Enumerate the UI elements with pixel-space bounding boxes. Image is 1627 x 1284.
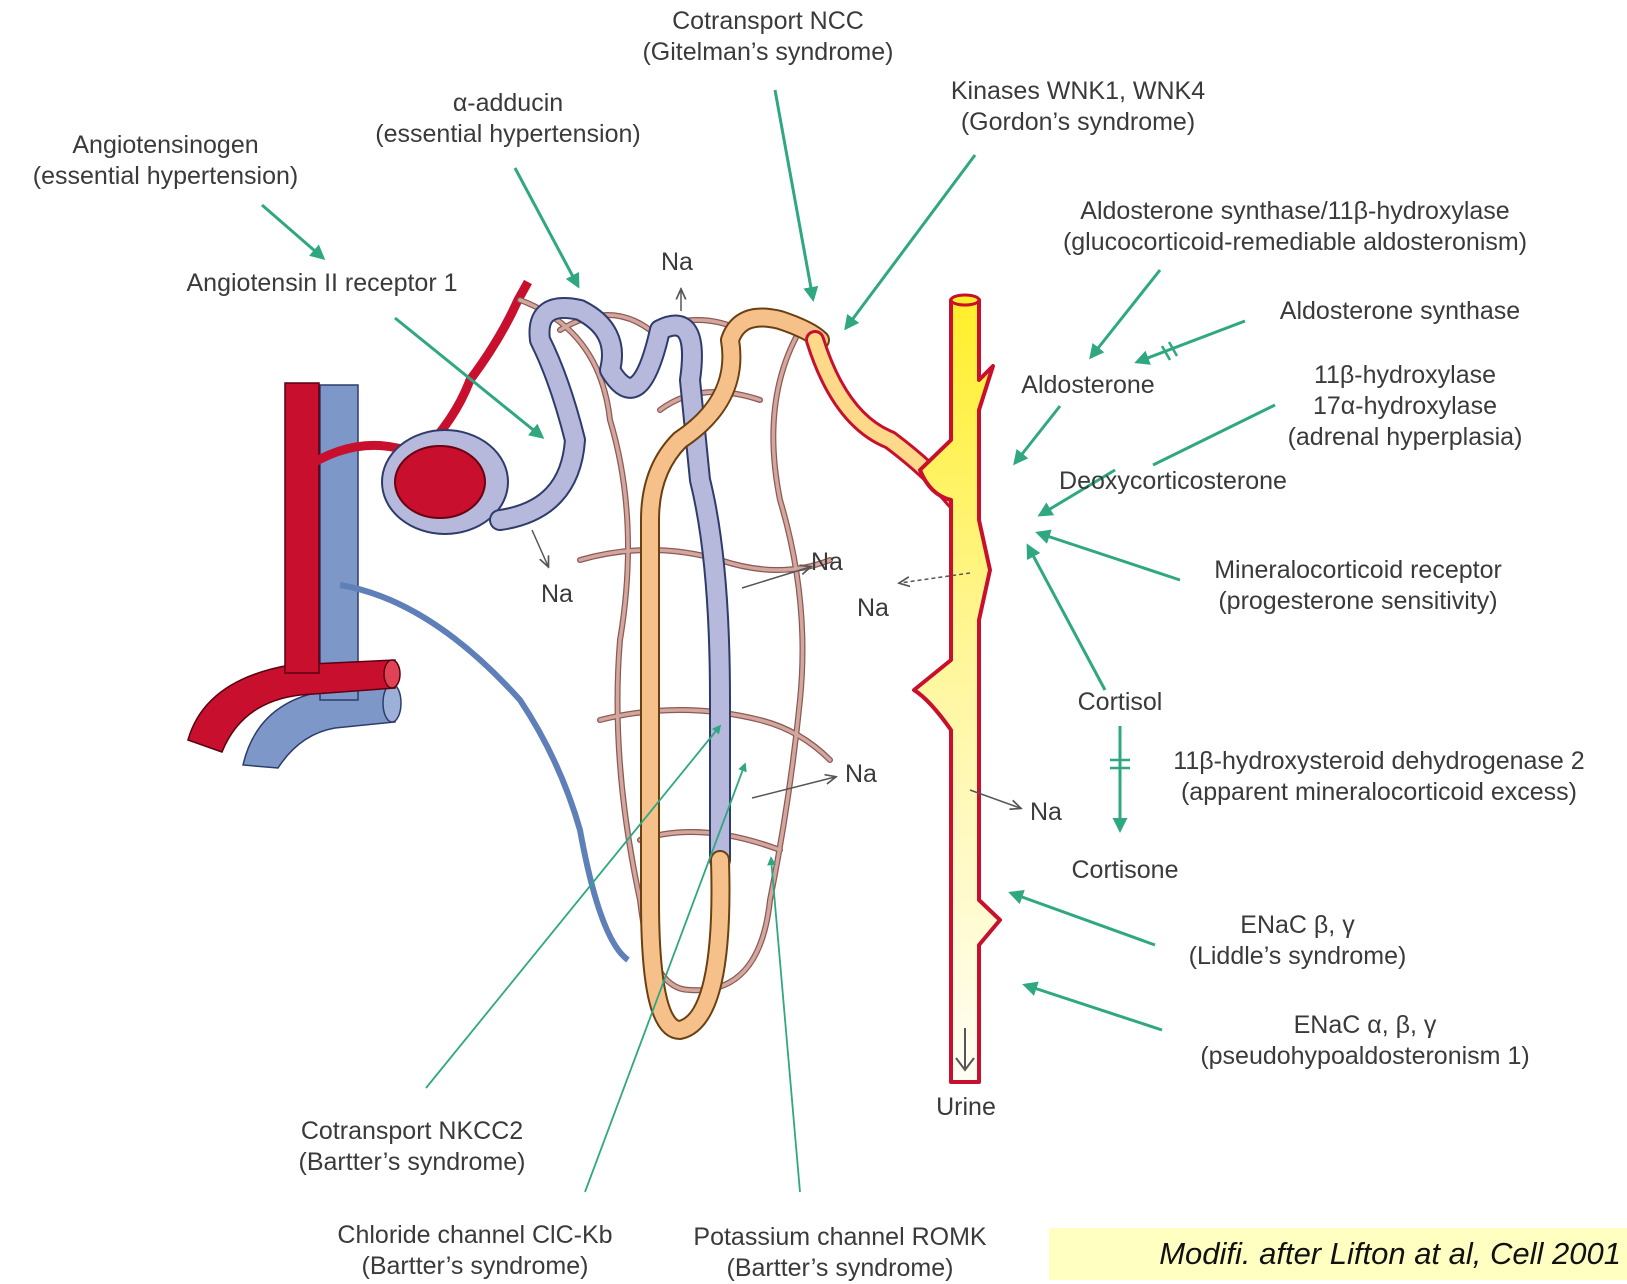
kinases-wnk-label: Kinases WNK1, WNK4(Gordon’s syndrome) (928, 76, 1228, 138)
peritubular-vein (340, 585, 628, 960)
na-label: Na (661, 248, 693, 277)
aldo-synthase-11b-label: Aldosterone synthase/11β-hydroxylase(glu… (1025, 196, 1565, 258)
cotransport-ncc-label: Cotransport NCC(Gitelman’s syndrome) (618, 6, 918, 68)
collecting-duct (914, 300, 1000, 1082)
loop-of-henle (650, 318, 820, 1031)
enac-bg-label: ENaC β, γ(Liddle’s syndrome) (1165, 910, 1430, 972)
clc-kb-label: Chloride channel ClC-Kb(Bartter’s syndro… (320, 1220, 630, 1282)
glomerulus (395, 446, 485, 518)
angiotensin-receptor-label: Angiotensin II receptor 1 (162, 268, 482, 299)
na-label: Na (1030, 798, 1062, 827)
mineralocorticoid-label: Mineralocorticoid receptor(progesterone … (1188, 555, 1528, 617)
source-credit: Modifi. after Lifton at al, Cell 2001 (1049, 1228, 1627, 1280)
urine-label: Urine (926, 1092, 1006, 1123)
cortisone-label: Cortisone (1055, 855, 1195, 886)
na-label: Na (845, 760, 877, 789)
enac-abg-label: ENaC α, β, γ(pseudohypoaldosteronism 1) (1175, 1010, 1555, 1072)
na-label: Na (857, 594, 889, 623)
angiotensinogen-label: Angiotensinogen(essential hypertension) (8, 130, 323, 192)
deoxycorticosterone-label: Deoxycorticosterone (1038, 466, 1308, 497)
aldo-synthase-label: Aldosterone synthase (1255, 296, 1545, 327)
nkcc2-label: Cotransport NKCC2(Bartter’s syndrome) (262, 1116, 562, 1178)
alpha-adducin-label: α-adducin(essential hypertension) (348, 88, 668, 150)
romk-label: Potassium channel ROMK(Bartter’s syndrom… (675, 1222, 1005, 1284)
hsd2-label: 11β-hydroxysteroid dehydrogenase 2(appar… (1138, 746, 1620, 808)
na-label: Na (811, 548, 843, 577)
cortisol-label: Cortisol (1060, 687, 1180, 718)
aldosterone-label: Aldosterone (1008, 370, 1168, 401)
na-label: Na (541, 580, 573, 609)
